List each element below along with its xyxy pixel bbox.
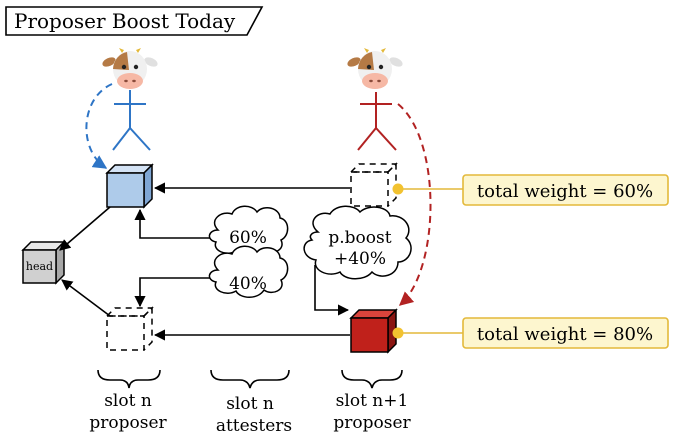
cloud-proposer-boost: p.boost +40% <box>303 205 412 280</box>
slot-0-line1: slot n <box>104 391 152 411</box>
red-dashed-arrow <box>397 103 432 306</box>
slot-0-line2: proposer <box>89 413 167 433</box>
slot-1-line1: slot n <box>226 394 274 414</box>
stick-figure-left <box>112 90 151 151</box>
slot-label-1: slot n attesters <box>216 394 292 436</box>
empty-block-slot-n <box>105 306 154 351</box>
weight-box-top: total weight = 60% <box>462 174 669 206</box>
empty-block-top-right <box>349 162 398 207</box>
stick-figure-right <box>357 92 397 151</box>
title-tag: Proposer Boost Today <box>5 6 264 36</box>
cloud-boost-line1: p.boost <box>328 228 391 248</box>
weight-box-bottom: total weight = 80% <box>462 317 669 349</box>
underbraces <box>97 369 403 389</box>
cloud-boost-line2: +40% <box>334 249 386 269</box>
cloud-vote-bottom: 40% <box>208 245 289 298</box>
cow-proposer-right <box>347 48 403 89</box>
weight-top-label: total weight = 60% <box>477 181 653 202</box>
head-block: head <box>21 240 66 285</box>
slot-label-2: slot n+1 proposer <box>333 391 411 433</box>
weight-bottom-label: total weight = 80% <box>477 324 653 345</box>
slot-label-0: slot n proposer <box>89 391 167 433</box>
blue-block <box>105 163 154 209</box>
diagram-title: Proposer Boost Today <box>14 9 236 33</box>
blue-dashed-arrow <box>85 83 113 169</box>
cloud-vote-top-label: 60% <box>229 228 267 248</box>
cloud-vote-top: 60% <box>208 205 289 258</box>
weight-connectors <box>392 183 466 339</box>
cow-proposer-left <box>102 48 158 89</box>
cloud-vote-bottom-label: 40% <box>229 274 267 294</box>
slot-1-line2: attesters <box>216 416 292 436</box>
red-block <box>349 308 398 354</box>
slot-2-line2: proposer <box>333 413 411 433</box>
head-label: head <box>26 260 53 273</box>
block-arrows <box>59 182 350 341</box>
slot-2-line1: slot n+1 <box>336 391 409 411</box>
